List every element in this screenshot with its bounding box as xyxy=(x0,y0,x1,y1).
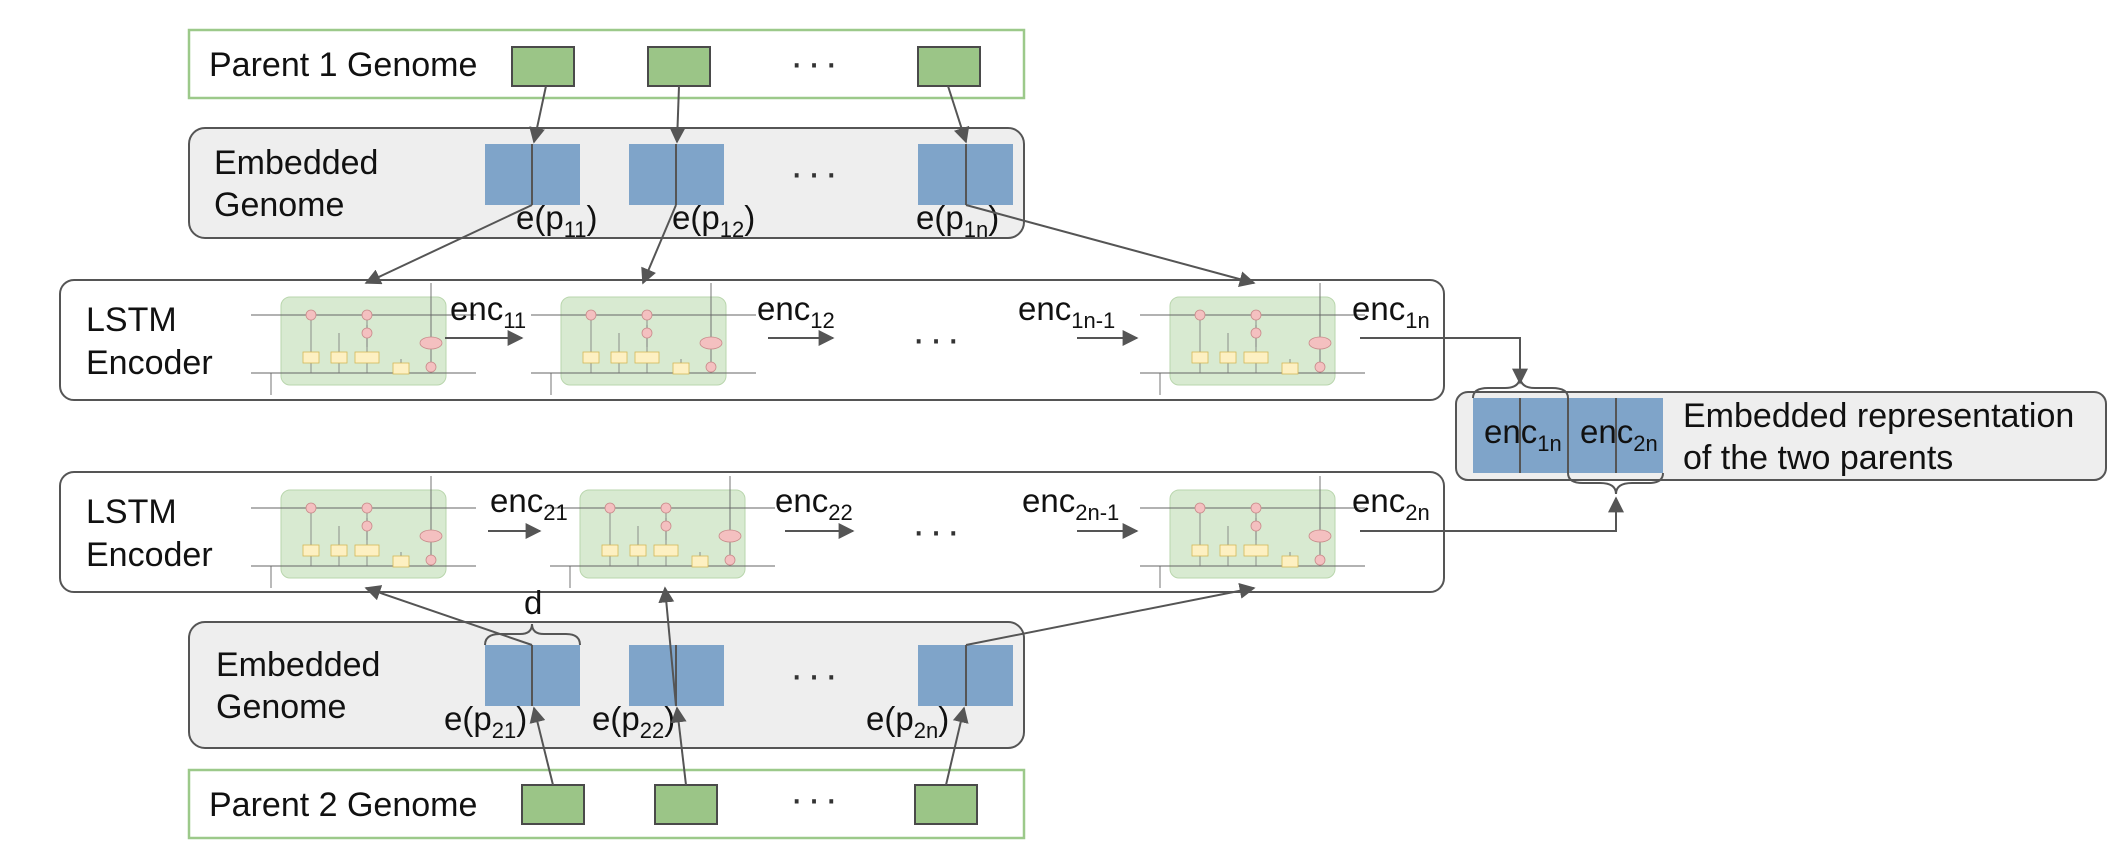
embedding-label-p2n: e(p2n) xyxy=(866,700,949,743)
lstm1-enc-label-1n-1: enc1n-1 xyxy=(1018,290,1115,333)
lstm-encoder1-label-line2: Encoder xyxy=(86,344,213,382)
embedded-genome2-label-line2: Genome xyxy=(216,688,346,726)
lstm1-cell-n xyxy=(1139,282,1366,396)
parent1-genome-label: Parent 1 Genome xyxy=(209,46,477,84)
lstm1-cell-1 xyxy=(250,282,477,396)
combined-representation-label-line1: Embedded representation xyxy=(1683,397,2074,435)
embedded-genome1-panel: Embedded Genome ··· e(p11) e(p12) e(p1n) xyxy=(188,127,1025,242)
combined-enc-2n-label: enc2n xyxy=(1580,413,1658,456)
embedded-genome1-label-line1: Embedded xyxy=(214,144,378,182)
lstm1-ellipsis: ··· xyxy=(912,317,964,361)
embedded-genome2-label-line1: Embedded xyxy=(216,646,380,684)
parent1-gene-1 xyxy=(511,46,575,87)
lstm-encoder1-label-line1: LSTM xyxy=(86,301,177,339)
lstm2-cell-1 xyxy=(250,475,477,589)
lstm2-cell-n xyxy=(1139,475,1366,589)
combined-representation-label-line2: of the two parents xyxy=(1683,439,1953,477)
parent2-genome-border xyxy=(187,768,1026,840)
embedded-genome2-ellipsis: ··· xyxy=(790,653,842,697)
parent2-genome-label: Parent 2 Genome xyxy=(209,786,477,824)
arrow-gene22-to-embed2 xyxy=(670,706,687,786)
arrow-embed11-to-lstm1 xyxy=(364,204,533,285)
arrow-embed2n-to-lstm2 xyxy=(965,582,1256,646)
parent1-gene-2 xyxy=(647,46,711,87)
embedded-genome2-panel: Embedded Genome ··· d e(p21) e(p22) e(p2… xyxy=(188,584,1025,749)
arrow-embed12-to-lstm1 xyxy=(641,204,677,285)
arrow-gene21-to-embed2 xyxy=(529,706,554,786)
lstm-encoder2-panel: LSTM Encoder enc21 enc22 ··· enc2n-1 enc… xyxy=(59,471,1445,593)
parent1-genome-border xyxy=(187,28,1026,100)
lstm1-enc-label-11: enc11 xyxy=(450,290,526,333)
embedding-label-p11: e(p11) xyxy=(516,199,598,242)
embedded-genome1-border xyxy=(188,127,1025,239)
lstm-encoder2-label-line1: LSTM xyxy=(86,493,177,531)
arrow-gene1-to-embed1 xyxy=(529,85,547,144)
parent1-ellipsis: ··· xyxy=(790,41,842,85)
lstm1-enc-label-12: enc12 xyxy=(757,290,835,333)
arrow-embed22-to-lstm2 xyxy=(658,586,677,707)
arrow-genen-to-embed1 xyxy=(947,85,970,144)
lstm2-cell-2 xyxy=(549,475,776,589)
lstm2-ellipsis: ··· xyxy=(912,509,964,553)
embedding-label-p22: e(p22) xyxy=(592,700,675,743)
parent1-genome-panel: Parent 1 Genome ··· xyxy=(187,28,1026,100)
dimension-brace-d xyxy=(484,623,581,646)
parent2-ellipsis: ··· xyxy=(790,777,842,821)
lstm-encoder1-panel: LSTM Encoder enc11 enc12 ··· enc1n-1 enc… xyxy=(59,279,1445,401)
parent2-gene-2 xyxy=(654,784,718,825)
lstm-encoder2-label-line2: Encoder xyxy=(86,536,213,574)
embedded-genome1-label-line2: Genome xyxy=(214,186,344,224)
combined-representation-panel: enc1n enc2n Embedded representation of t… xyxy=(1455,375,2107,495)
lstm2-enc-label-22: enc22 xyxy=(775,482,853,525)
combined-enc-1n-label: enc1n xyxy=(1484,413,1562,456)
lstm2-enc-label-21: enc21 xyxy=(490,482,568,525)
lstm1-cell-2 xyxy=(530,282,757,396)
embedded-genome2-border xyxy=(188,621,1025,749)
arrow-gene2-to-embed1 xyxy=(669,85,686,144)
arrow-gene2n-to-embed2 xyxy=(945,706,969,786)
arrow-enc2n-to-combined xyxy=(1360,496,1624,532)
lstm1-enc-label-1n: enc1n xyxy=(1352,290,1430,333)
combined-brace-bottom xyxy=(1567,472,1664,495)
parent1-gene-n xyxy=(917,46,981,87)
lstm2-enc-label-2n: enc2n xyxy=(1352,482,1430,525)
arrow-enc1n-to-combined xyxy=(1360,337,1528,385)
embedding-label-p12: e(p12) xyxy=(672,199,755,242)
parent2-genome-panel: Parent 2 Genome ··· xyxy=(187,768,1026,840)
embedding-label-p1n: e(p1n) xyxy=(916,199,999,242)
arrow-embed21-to-lstm2 xyxy=(364,585,533,646)
lstm2-enc-label-2n-1: enc2n-1 xyxy=(1022,482,1119,525)
parent2-gene-1 xyxy=(521,784,585,825)
parent2-gene-n xyxy=(914,784,978,825)
dimension-label-d: d xyxy=(524,584,542,621)
arrow-embed1n-to-lstm1 xyxy=(965,204,1256,287)
connection-arrows xyxy=(364,85,1624,786)
embedding-label-p21: e(p21) xyxy=(444,700,527,743)
embedded-genome1-ellipsis: ··· xyxy=(790,151,842,195)
